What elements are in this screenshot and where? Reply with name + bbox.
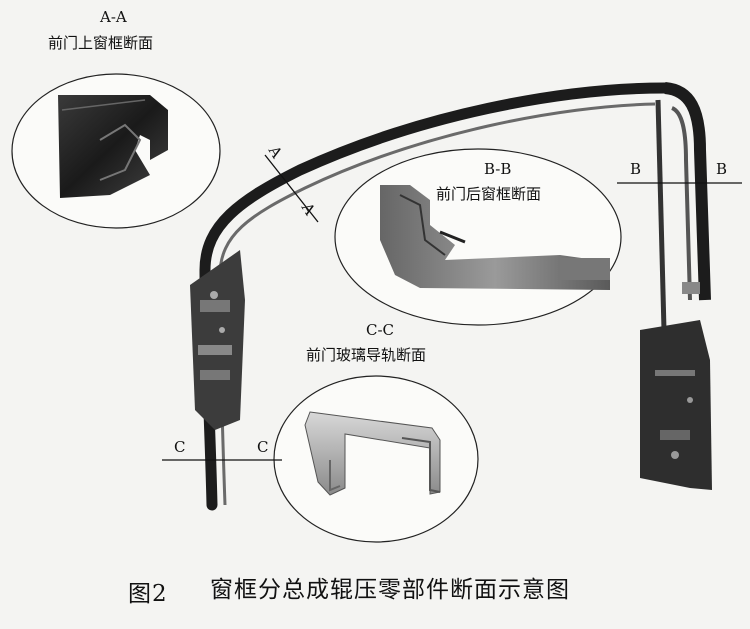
section-bb-ellipse xyxy=(334,148,622,326)
section-bb-code: B-B xyxy=(484,160,512,178)
section-aa-profile xyxy=(58,95,168,198)
section-cc-ellipse xyxy=(273,375,479,543)
cut-mark-b-left: B xyxy=(630,160,642,178)
section-bb-title: 前门后窗框断面 xyxy=(436,185,542,203)
cut-mark-c-right: C xyxy=(257,438,269,456)
rear-bracket xyxy=(640,282,712,490)
section-cc-title: 前门玻璃导轨断面 xyxy=(306,346,427,364)
section-cc-profile xyxy=(304,411,441,496)
section-cc-code: C-C xyxy=(366,321,395,339)
cut-mark-c-left: C xyxy=(174,438,186,456)
cut-mark-b-right: B xyxy=(716,160,728,178)
cut-line-a xyxy=(264,154,319,223)
section-aa-title: 前门上窗框断面 xyxy=(48,34,154,52)
figure-number: 图2 xyxy=(128,581,168,607)
section-bb-profile xyxy=(380,185,610,290)
section-aa-code: A-A xyxy=(100,8,127,26)
figure-caption: 窗框分总成辊压零部件断面示意图 xyxy=(210,577,570,603)
front-pillar-bracket xyxy=(190,250,245,430)
